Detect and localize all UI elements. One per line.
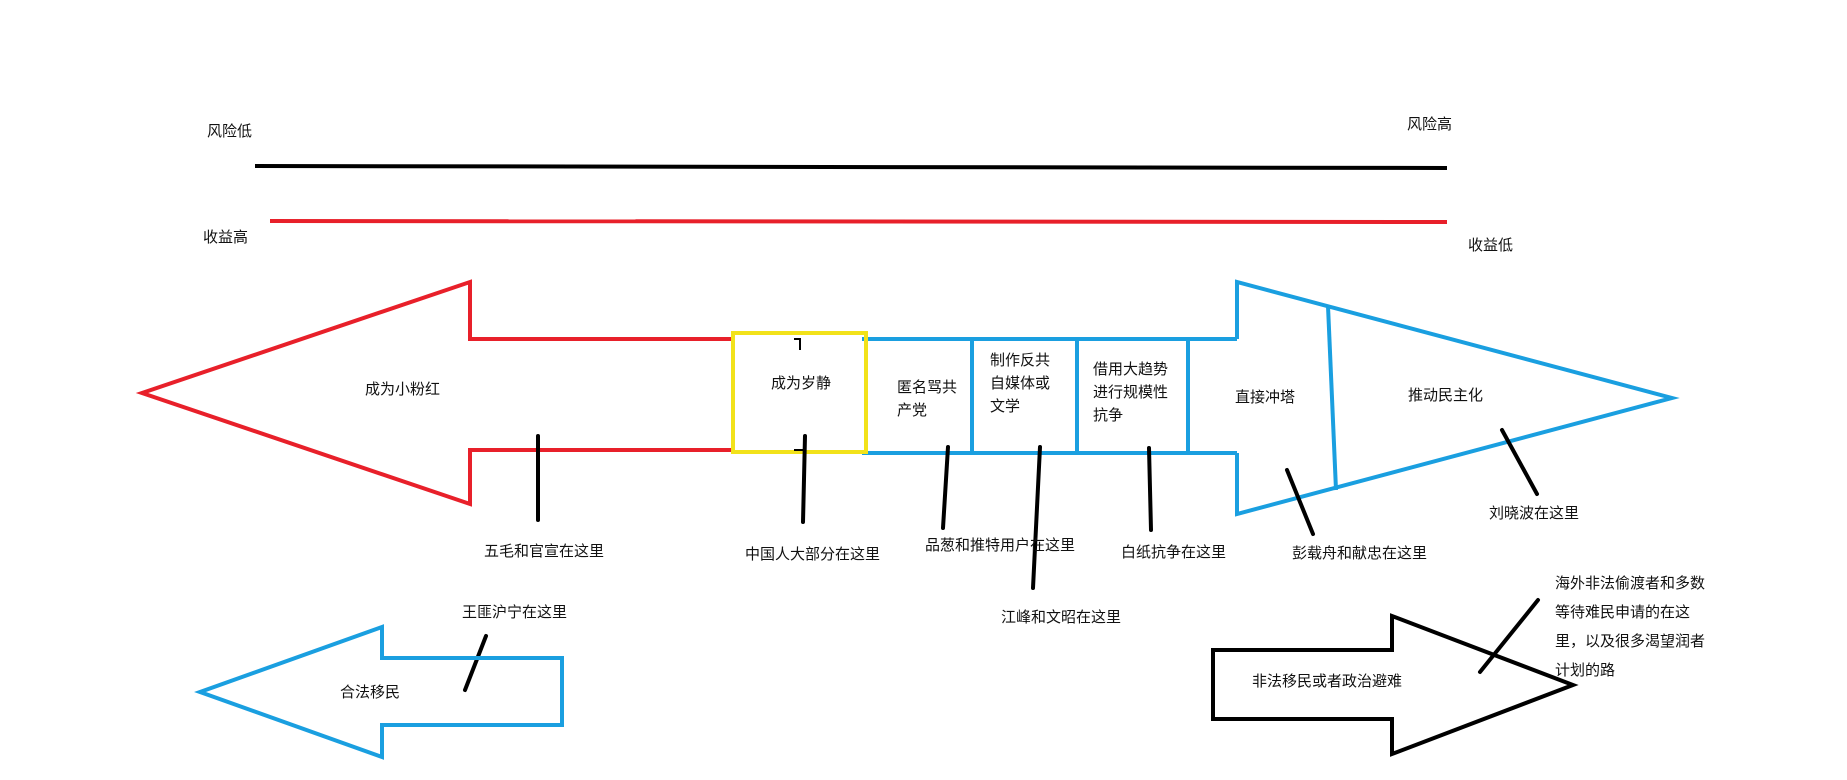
segment-direct: 直接冲塔 [1235,388,1296,406]
annotation-pincong: 品葱和推特用户在这里 [925,536,1076,554]
annotation-wumao: 五毛和官宣在这里 [484,542,605,560]
illegal-migration-note: 海外非法偷渡者和多数等待难民申请的在这里，以及很多渴望润者计划的路 [1555,574,1706,679]
legal-migration-arrow [194,624,564,760]
yellow-box [731,331,868,454]
segment-protest: 借用大趋势进行规模性抗争 [1093,360,1169,424]
illegal-migration-arrow [1211,613,1579,757]
segment-media: 制作反共自媒体或文学 [990,351,1051,415]
risk-line [254,164,1448,170]
return-high-label: 收益高 [203,228,249,246]
illegal-migration-label: 非法移民或者政治避难 [1252,672,1403,690]
annotation-white-paper: 白纸抗争在这里 [1121,543,1227,561]
annotation-liu: 刘晓波在这里 [1489,504,1580,522]
red-arrow-outline [135,279,735,507]
legal-migration-note: 王匪沪宁在这里 [462,603,568,621]
annotation-jiangfeng: 江峰和文昭在这里 [1001,608,1122,626]
annotation-majority: 中国人大部分在这里 [745,545,881,563]
blue-arrow-outline [862,279,1680,517]
pink-label: 成为小粉红 [365,380,441,398]
segment-democracy: 推动民主化 [1408,386,1484,404]
risk-high-label: 风险高 [1407,115,1453,133]
yellow-box-label: 成为岁静 [771,374,832,392]
risk-low-label: 风险低 [207,122,253,140]
return-line [269,219,1448,224]
segment-anonymous: 匿名骂共产党 [897,378,958,419]
pointer-lines [463,428,1540,692]
annotation-peng: 彭载舟和献忠在这里 [1292,544,1428,562]
return-low-label: 收益低 [1468,236,1514,254]
box-mark-top [794,338,801,350]
legal-migration-label: 合法移民 [340,683,401,701]
